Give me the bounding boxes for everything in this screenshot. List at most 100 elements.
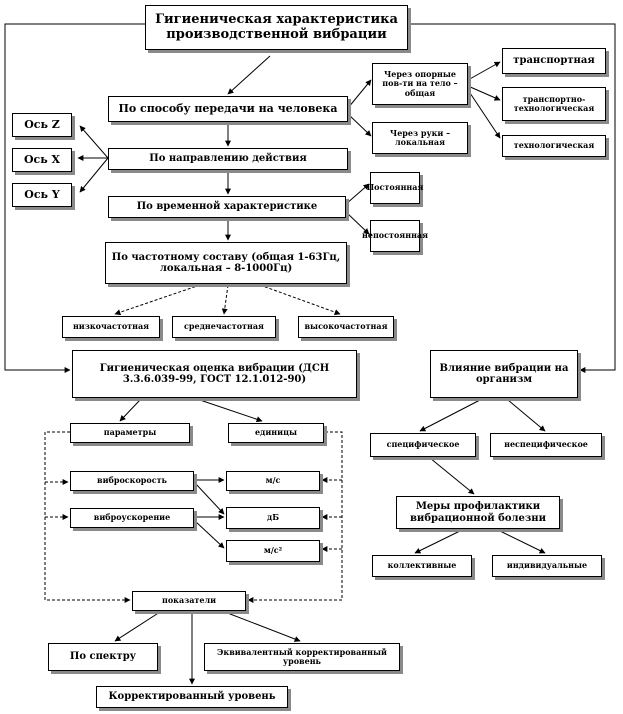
freq-high-box: высокочастотная <box>298 316 394 338</box>
connector <box>259 284 341 315</box>
time-type-text: непостоянная <box>362 230 429 241</box>
by-frequency-text: По частотному составу (общая 1-63Гц, лок… <box>111 251 341 275</box>
by-spectrum-box: По спектру <box>48 643 158 671</box>
indicators-box: показатели <box>132 591 246 611</box>
by-transfer-box: По способу передачи на человека <box>108 96 348 122</box>
prevention-type-text: индивидуальные <box>506 560 588 571</box>
influence-text: Влияние вибрации на организм <box>439 362 569 386</box>
connector <box>247 431 343 603</box>
general-type-text: транспортная <box>513 55 595 67</box>
vibro-accel-box: виброускорение <box>70 508 194 528</box>
connector <box>408 23 616 373</box>
time-constant-box: Постоянная <box>367 172 423 204</box>
prevention-collective-box: коллективные <box>372 555 472 577</box>
general-type-text: технологическая <box>513 140 595 151</box>
connector <box>345 183 370 205</box>
freq-low-box: низкочастотная <box>62 316 160 338</box>
hygienic-assessment-box: Гигиеническая оценка вибрации (ДСН 3.3.6… <box>72 350 357 398</box>
by-frequency-box: По частотному составу (общая 1-63Гц, лок… <box>105 242 347 284</box>
connector <box>467 61 501 81</box>
hygienic-assessment-text: Гигиеническая оценка вибрации (ДСН 3.3.6… <box>99 362 330 386</box>
influence-type-text: неспецифическое <box>504 439 588 450</box>
influence-type-text: специфическое <box>386 439 460 450</box>
axis-label: Ось X <box>23 152 61 166</box>
axis-label: Ось Y <box>24 187 60 201</box>
connector <box>119 399 141 422</box>
connector <box>114 284 201 316</box>
connector <box>347 113 372 137</box>
equivalent-level-text: Эквивалентный корректированный уровень <box>217 646 387 666</box>
connector <box>224 611 301 642</box>
general-type-tech: технологическая <box>502 135 606 157</box>
influence-specific-box: специфическое <box>370 433 476 457</box>
connector <box>194 482 225 515</box>
by-time-box: По временной характеристике <box>108 196 346 218</box>
parameters-box: параметры <box>70 423 190 443</box>
vibro-speed-text: виброскорость <box>97 475 167 486</box>
unit-text: м/с² <box>263 545 283 556</box>
connector <box>347 79 372 109</box>
transfer-local-text: Через руки – локальная <box>389 127 451 147</box>
connector <box>114 611 161 642</box>
connector <box>429 457 475 495</box>
time-type-text: Постоянная <box>366 182 424 193</box>
prevention-type-text: коллективные <box>387 560 457 571</box>
connector <box>497 529 546 554</box>
unit-ms-box: м/с <box>226 471 320 491</box>
unit-text: м/с <box>265 475 281 486</box>
axis-y-box: Ось Y <box>12 183 72 207</box>
axis-z-box: Ось Z <box>12 113 72 137</box>
corrected-level-box: Корректированный уровень <box>96 686 288 708</box>
influence-nonspecific-box: неспецифическое <box>490 433 602 457</box>
by-direction-text: По направлению действия <box>149 153 307 165</box>
connector <box>507 399 546 432</box>
by-spectrum-text: По спектру <box>69 651 137 663</box>
title-text: Гигиеническая характеристика производств… <box>155 11 398 42</box>
prevention-text: Меры профилактики вибрационной болезни <box>409 501 547 524</box>
connector <box>199 399 263 423</box>
connector <box>467 89 501 139</box>
connector <box>79 125 109 159</box>
connector <box>4 23 145 373</box>
parameters-text: параметры <box>103 427 157 438</box>
indicators-text: показатели <box>161 595 217 606</box>
by-direction-box: По направлению действия <box>108 148 348 170</box>
general-type-transport: транспортная <box>502 48 606 74</box>
general-type-text: транспортно-технологическая <box>513 93 595 113</box>
prevention-box: Меры профилактики вибрационной болезни <box>396 496 560 529</box>
prevention-individual-box: индивидуальные <box>492 555 602 577</box>
title-box: Гигиеническая характеристика производств… <box>145 5 408 50</box>
by-transfer-text: По способу передачи на человека <box>118 101 338 115</box>
axis-x-box: Ось X <box>12 148 72 172</box>
transfer-general-box: Через опорные пов-ти на тело – общая <box>372 63 468 105</box>
vibro-speed-box: виброскорость <box>70 471 194 491</box>
connector <box>419 399 481 432</box>
axis-label: Ось Z <box>24 117 60 131</box>
connector <box>221 284 229 315</box>
corrected-level-text: Корректированный уровень <box>108 691 276 703</box>
unit-db-box: дБ <box>226 507 320 529</box>
influence-box: Влияние вибрации на организм <box>430 350 578 398</box>
connector <box>414 529 463 554</box>
by-time-text: По временной характеристике <box>136 201 318 213</box>
transfer-general-text: Через опорные пов-ти на тело – общая <box>382 69 458 98</box>
connector <box>194 520 225 549</box>
freq-mid-box: среднечастотная <box>172 316 276 338</box>
connector <box>345 211 370 235</box>
equivalent-level-box: Эквивалентный корректированный уровень <box>204 643 400 671</box>
unit-text: дБ <box>266 512 280 523</box>
connector <box>227 55 271 95</box>
vibro-accel-text: виброускорение <box>93 512 171 523</box>
freq-type-text: низкочастотная <box>72 321 150 332</box>
general-type-transport-tech: транспортно-технологическая <box>502 87 606 121</box>
connector <box>467 85 501 101</box>
units-text: единицы <box>254 427 298 438</box>
freq-type-text: среднечастотная <box>184 321 264 332</box>
transfer-local-box: Через руки – локальная <box>372 122 468 154</box>
freq-type-text: высокочастотная <box>304 321 388 332</box>
time-variable-box: непостоянная <box>362 220 428 252</box>
connector <box>44 431 131 603</box>
units-box: единицы <box>228 423 324 443</box>
connector <box>79 157 109 193</box>
